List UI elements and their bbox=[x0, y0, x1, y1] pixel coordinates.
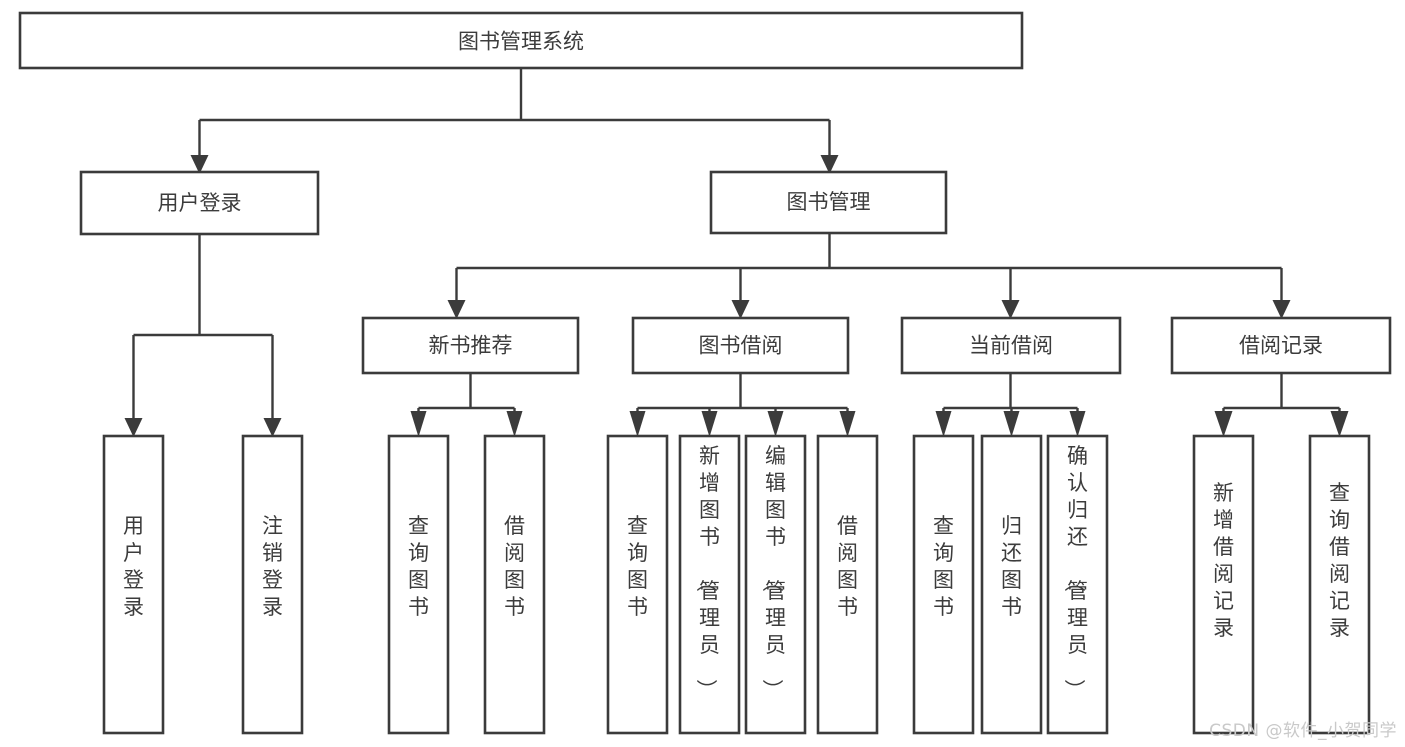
current-borrow-label: 当前借阅 bbox=[969, 334, 1053, 358]
edge-root-bar bbox=[198, 68, 831, 155]
arrow-to-leaf-add-book bbox=[701, 411, 718, 437]
leaf-borrow-book-label: 借阅图书 bbox=[837, 514, 858, 619]
leaf-edit-book-box bbox=[744, 434, 807, 735]
leaf-logout-box bbox=[241, 434, 304, 735]
leaf-query-book-rec-label: 查询图书 bbox=[408, 514, 429, 619]
arrow-to-leaf-query-book-borrow bbox=[629, 411, 646, 437]
node-leaf-confirm-return[interactable]: 确认归还（管理员） bbox=[1046, 434, 1109, 735]
node-book-borrow[interactable]: 图书借阅 bbox=[631, 316, 850, 375]
root-label: 图书管理系统 bbox=[458, 30, 584, 54]
leaf-add-book-box bbox=[678, 434, 741, 735]
leaf-borrow-book-rec-label: 借阅图书 bbox=[504, 514, 525, 619]
edge-newbook-bar bbox=[417, 373, 516, 419]
arrowhead-layer bbox=[124, 155, 1349, 437]
edge-userlogin-bar bbox=[132, 234, 274, 418]
node-leaf-borrow-book-rec[interactable]: 借阅图书 bbox=[483, 434, 546, 735]
arrow-to-book-borrow bbox=[731, 300, 750, 319]
borrow-record-label: 借阅记录 bbox=[1239, 334, 1323, 358]
user-login-label: 用户登录 bbox=[158, 191, 242, 215]
leaf-query-book-cur-box bbox=[912, 434, 975, 735]
arrow-to-user-login bbox=[190, 155, 209, 174]
leaf-edit-book-label: 编辑图书（管理员） bbox=[760, 444, 786, 700]
csdn-watermark: CSDN @软件_小贺同学 bbox=[1209, 721, 1397, 741]
new-book-recommend-label: 新书推荐 bbox=[429, 334, 513, 358]
arrow-to-leaf-query-book-rec bbox=[410, 411, 427, 437]
book-manage-box bbox=[709, 170, 948, 235]
arrow-to-leaf-return-book bbox=[1003, 411, 1020, 437]
book-borrow-box bbox=[631, 316, 850, 375]
leaf-user-login-label: 用户登录 bbox=[123, 514, 144, 619]
arrow-to-leaf-borrow-book-rec bbox=[506, 411, 523, 437]
node-leaf-user-login[interactable]: 用户登录 bbox=[102, 434, 165, 735]
node-leaf-return-book[interactable]: 归还图书 bbox=[980, 434, 1043, 735]
node-leaf-borrow-book[interactable]: 借阅图书 bbox=[816, 434, 879, 735]
leaf-logout-label: 注销登录 bbox=[262, 514, 283, 619]
leaf-add-book-label: 新增图书（管理员） bbox=[694, 444, 720, 700]
node-current-borrow[interactable]: 当前借阅 bbox=[900, 316, 1122, 375]
node-book-manage[interactable]: 图书管理 bbox=[709, 170, 948, 235]
arrow-to-leaf-edit-book bbox=[767, 411, 784, 437]
arrow-to-leaf-logout bbox=[263, 418, 282, 437]
node-leaf-edit-book[interactable]: 编辑图书（管理员） bbox=[744, 434, 807, 735]
arrow-to-leaf-query-record bbox=[1330, 411, 1349, 437]
leaf-query-record-box bbox=[1308, 434, 1371, 735]
node-new-book-recommend[interactable]: 新书推荐 bbox=[361, 316, 580, 375]
arrow-to-leaf-user-login bbox=[124, 418, 143, 437]
new-book-recommend-box bbox=[361, 316, 580, 375]
leaf-confirm-return-box bbox=[1046, 434, 1109, 735]
node-leaf-logout[interactable]: 注销登录 bbox=[241, 434, 304, 735]
leaf-return-book-label: 归还图书 bbox=[1001, 514, 1022, 619]
leaf-query-book-borrow-box bbox=[606, 434, 669, 735]
edge-bookborrow-bar bbox=[636, 373, 849, 419]
arrow-to-book-manage bbox=[820, 155, 839, 174]
node-user-login[interactable]: 用户登录 bbox=[79, 170, 320, 236]
arrow-to-current-borrow bbox=[1001, 300, 1020, 319]
arrow-to-borrow-record bbox=[1272, 300, 1291, 319]
arrow-to-leaf-borrow-book bbox=[839, 411, 856, 437]
book-borrow-label: 图书借阅 bbox=[699, 334, 783, 358]
current-borrow-box bbox=[900, 316, 1122, 375]
leaf-confirm-return-label: 确认归还（管理员） bbox=[1062, 444, 1088, 700]
leaf-query-book-borrow-label: 查询图书 bbox=[627, 514, 648, 619]
borrow-record-box bbox=[1170, 316, 1392, 375]
leaf-borrow-book-rec-box bbox=[483, 434, 546, 735]
edge-borrowrecord-bar bbox=[1222, 373, 1341, 419]
root-box bbox=[18, 11, 1024, 70]
arrow-to-leaf-query-book-cur bbox=[935, 411, 952, 437]
leaf-query-book-rec-box bbox=[387, 434, 450, 735]
edge-bookmanage-bar bbox=[455, 233, 1283, 300]
user-login-box bbox=[79, 170, 320, 236]
node-leaf-query-book-rec[interactable]: 查询图书 bbox=[387, 434, 450, 735]
node-leaf-add-record[interactable]: 新增借阅记录 bbox=[1192, 434, 1255, 735]
node-root[interactable]: 图书管理系统 bbox=[18, 11, 1024, 70]
node-leaf-query-book-cur[interactable]: 查询图书 bbox=[912, 434, 975, 735]
book-manage-label: 图书管理 bbox=[787, 190, 871, 214]
arrow-to-leaf-add-record bbox=[1214, 411, 1233, 437]
arrow-to-new-book-recommend bbox=[447, 300, 466, 319]
leaf-add-record-box bbox=[1192, 434, 1255, 735]
leaf-borrow-book-box bbox=[816, 434, 879, 735]
arrow-to-leaf-confirm-return bbox=[1069, 411, 1086, 437]
leaf-query-record-label: 查询借阅记录 bbox=[1329, 481, 1350, 640]
node-leaf-add-book[interactable]: 新增图书（管理员） bbox=[678, 434, 741, 735]
leaf-add-record-label: 新增借阅记录 bbox=[1213, 481, 1234, 640]
node-borrow-record[interactable]: 借阅记录 bbox=[1170, 316, 1392, 375]
leaf-query-book-cur-label: 查询图书 bbox=[933, 514, 954, 619]
node-leaf-query-record[interactable]: 查询借阅记录 bbox=[1308, 434, 1371, 735]
connector-layer bbox=[132, 68, 1341, 419]
leaf-return-book-box bbox=[980, 434, 1043, 735]
leaf-user-login-box bbox=[102, 434, 165, 735]
node-leaf-query-book-borrow[interactable]: 查询图书 bbox=[606, 434, 669, 735]
